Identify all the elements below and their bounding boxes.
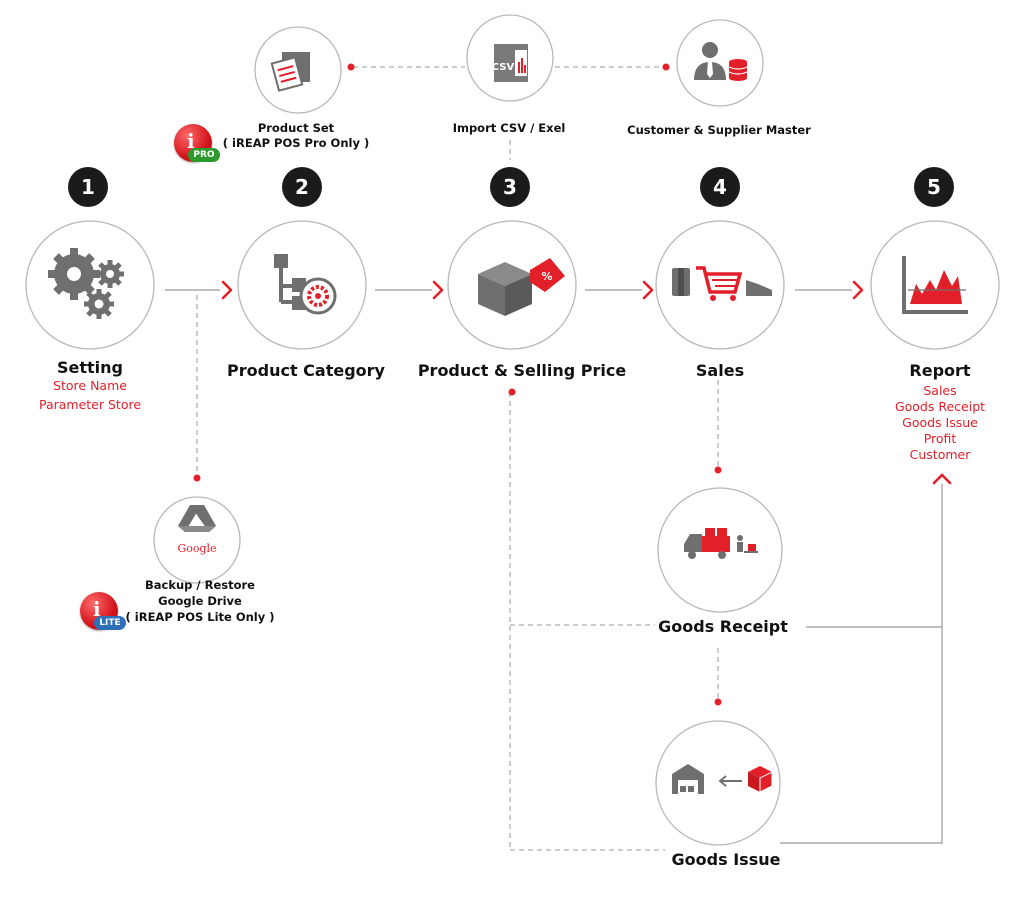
step-title-setting: Setting (57, 358, 123, 377)
backup-label-1: Google Drive (158, 594, 242, 608)
step-number-3: 3 (490, 167, 530, 207)
customer-supplier-label: Customer & Supplier Master (627, 123, 811, 137)
report-sub-profit: Profit (923, 431, 957, 446)
product-set-label: Product Set (257, 121, 335, 135)
setting-sub-1: Parameter Store (38, 397, 142, 412)
report-sub-goods-receipt: Goods Receipt (894, 399, 986, 414)
dashed-connectors (196, 66, 719, 851)
report-sub-sales: Sales (923, 383, 957, 398)
goods-issue-title: Goods Issue (671, 850, 781, 869)
step-number-4: 4 (700, 167, 740, 207)
backup-label-0: Backup / Restore (145, 578, 255, 592)
ireap-lite-badge: i LITE (80, 592, 126, 630)
step-number-2: 2 (282, 167, 322, 207)
ireap-pro-badge: i PRO (174, 124, 220, 162)
backup-label-2: ( iREAP POS Lite Only ) (125, 610, 275, 624)
step-title-sales: Sales (695, 361, 745, 380)
ireap-logo-letter: i (93, 597, 101, 621)
customer-database-icon (694, 42, 748, 81)
report-up-arrow (932, 473, 952, 485)
report-chart-icon (902, 256, 968, 314)
warehouse-icon (672, 764, 773, 794)
step-number-1: 1 (68, 167, 108, 207)
pro-tag: PRO (188, 148, 220, 162)
step-title-product-category: Product Category (227, 361, 385, 380)
csv-import-icon: CSV (492, 44, 528, 82)
svg-text:CSV: CSV (492, 62, 515, 73)
step-number-5: 5 (914, 167, 954, 207)
gears-icon (48, 248, 124, 319)
svg-text:Google: Google (177, 542, 216, 555)
report-connectors (780, 484, 943, 844)
flow-arrowheads (221, 280, 864, 300)
category-tree-icon (274, 254, 337, 315)
delivery-truck-icon (684, 528, 758, 559)
goods-receipt-title: Goods Receipt (658, 617, 788, 636)
setting-sub-0: Store Name (53, 378, 127, 393)
step-title-report: Report (909, 361, 971, 380)
product-set-note: ( iREAP POS Pro Only ) (222, 136, 370, 150)
product-set-icon (270, 52, 310, 92)
svg-text:%: % (541, 270, 552, 283)
import-csv-label: Import CSV / Exel (452, 121, 566, 135)
box-price-tag-icon: % (478, 258, 565, 316)
ireap-logo-letter: i (187, 129, 195, 153)
lite-tag: LITE (94, 616, 126, 630)
report-sub-goods-issue: Goods Issue (902, 415, 978, 430)
report-sub-customer: Customer (909, 447, 971, 462)
connector-dots (193, 63, 722, 706)
shopping-cart-icon (672, 266, 772, 301)
step-title-product-selling-price: Product & Selling Price (417, 361, 627, 380)
google-drive-icon: Google (177, 505, 217, 555)
step-circles (25, 14, 1000, 846)
